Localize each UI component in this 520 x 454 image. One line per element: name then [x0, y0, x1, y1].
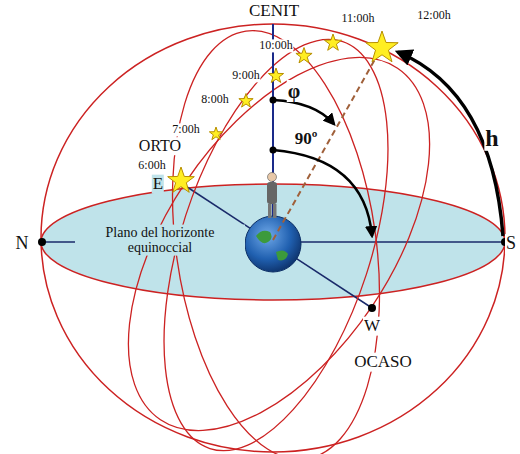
cardinal-point: S: [505, 234, 517, 254]
sun-direction: [273, 54, 378, 240]
sun-path: [68, 6, 491, 454]
celestial-sphere-outline: [41, 24, 505, 452]
phi-arc: [273, 100, 334, 124]
plane-label: Plano del horizonte equinoccial: [75, 225, 245, 256]
sunrise-label: ORTO: [138, 137, 182, 155]
hour-label: 9:00h: [231, 69, 260, 82]
hour-label: 8:00h: [200, 93, 229, 106]
sunset-label: OCASO: [353, 353, 413, 372]
hour-label: 12:00h: [416, 9, 451, 22]
observer: [267, 173, 277, 219]
ninety-arc: [273, 150, 372, 236]
cardinal-point: N: [15, 234, 30, 254]
cardinal-point: W: [363, 317, 381, 336]
zenith-label: CENIT: [248, 2, 300, 21]
earth-land: [256, 231, 288, 261]
cardinal-point: E: [152, 175, 164, 194]
hour-label: 7:00h: [171, 123, 200, 136]
hour-label: 10:00h: [258, 39, 293, 52]
angle-label: φ: [287, 80, 301, 102]
earth: [245, 216, 301, 272]
sun-positions: [168, 31, 398, 192]
points: [38, 97, 509, 313]
altitude-arc: [398, 52, 503, 236]
hour-label: 6:00h: [137, 159, 166, 172]
angle-label: 90º: [294, 130, 319, 149]
altitude-label: h: [484, 125, 499, 151]
hour-label: 11:00h: [341, 12, 376, 25]
